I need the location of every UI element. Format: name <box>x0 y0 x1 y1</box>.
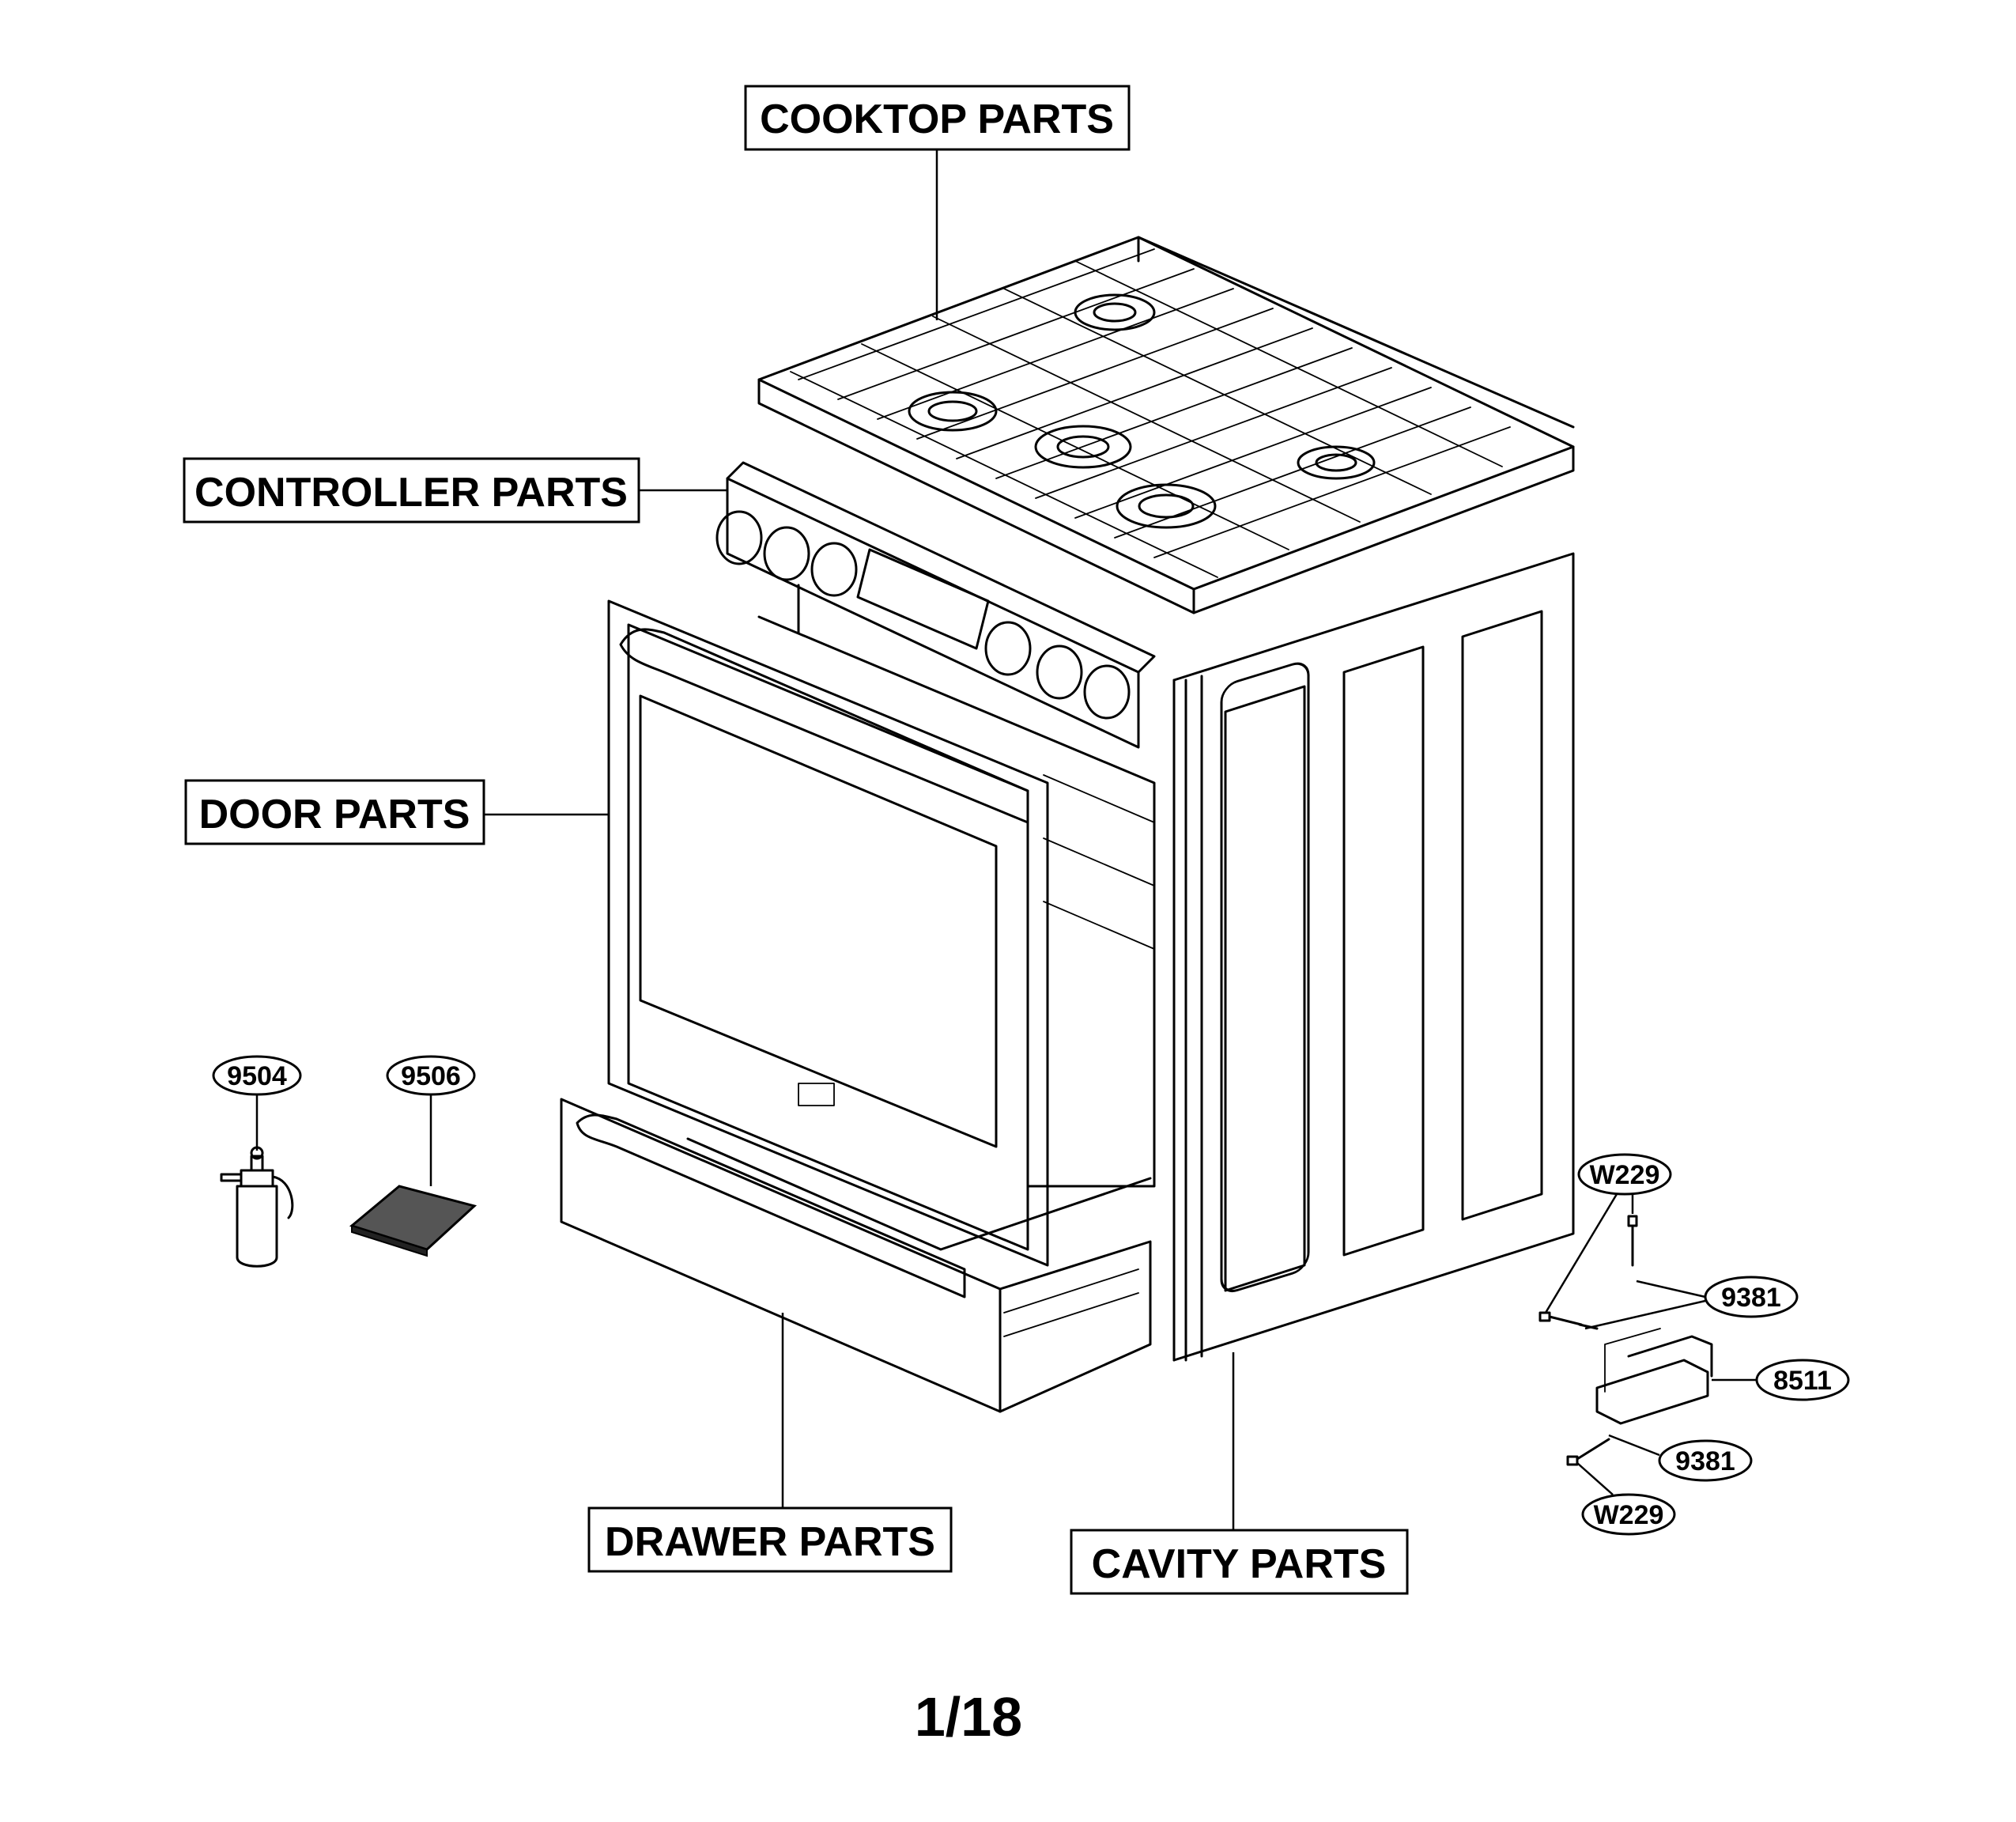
callout-9504: 9504 <box>212 1055 302 1096</box>
label-cavity-parts: CAVITY PARTS <box>1070 1529 1409 1595</box>
control-panel <box>715 461 1156 749</box>
screw-icon <box>1538 1215 1638 1466</box>
oven-door <box>607 599 1049 1267</box>
leader-9381-top-b <box>1584 1299 1706 1330</box>
cooktop-assembly <box>757 236 1575 614</box>
anti-tip-bracket <box>1595 1328 1713 1425</box>
label-door-text: DOOR PARTS <box>199 792 470 837</box>
callout-9506: 9506 <box>386 1055 476 1096</box>
label-door-parts: DOOR PARTS <box>184 779 485 845</box>
page-number: 1/18 <box>915 1686 1022 1748</box>
label-cooktop-parts: COOKTOP PARTS <box>744 85 1131 151</box>
range-illustration <box>560 236 1575 1413</box>
warming-drawer <box>560 1098 1152 1413</box>
leader-9381-top-a <box>1636 1280 1706 1298</box>
label-controller-parts: CONTROLLER PARTS <box>183 457 640 524</box>
label-cavity-text: CAVITY PARTS <box>1092 1541 1387 1587</box>
callout-w229-top-text: W229 <box>1590 1160 1660 1190</box>
label-drawer-parts: DRAWER PARTS <box>587 1506 953 1573</box>
knob-icon <box>715 510 1131 720</box>
callout-9504-text: 9504 <box>227 1061 287 1091</box>
label-cooktop-text: COOKTOP PARTS <box>760 96 1114 142</box>
callout-9506-text: 9506 <box>401 1061 461 1091</box>
callout-9381-top: 9381 <box>1704 1276 1799 1318</box>
callout-w229-bottom-text: W229 <box>1594 1500 1664 1530</box>
leader-w229-bottom <box>1576 1462 1614 1495</box>
leader-9381-bottom <box>1608 1434 1660 1457</box>
spray-bottle-icon <box>220 1146 294 1268</box>
callout-9381-bottom-text: 9381 <box>1675 1446 1735 1476</box>
callout-w229-top: W229 <box>1577 1153 1672 1196</box>
cleaning-mat-icon <box>349 1185 478 1257</box>
callout-9381-bottom: 9381 <box>1658 1439 1753 1482</box>
leader-w229-top-b <box>1544 1193 1618 1314</box>
callout-8511: 8511 <box>1755 1359 1850 1401</box>
callout-w229-bottom: W229 <box>1581 1493 1676 1536</box>
callout-8511-text: 8511 <box>1773 1366 1832 1396</box>
cavity-body <box>757 552 1575 1362</box>
label-controller-text: CONTROLLER PARTS <box>194 470 628 516</box>
label-drawer-text: DRAWER PARTS <box>605 1519 935 1565</box>
callout-9381-top-text: 9381 <box>1721 1283 1781 1313</box>
